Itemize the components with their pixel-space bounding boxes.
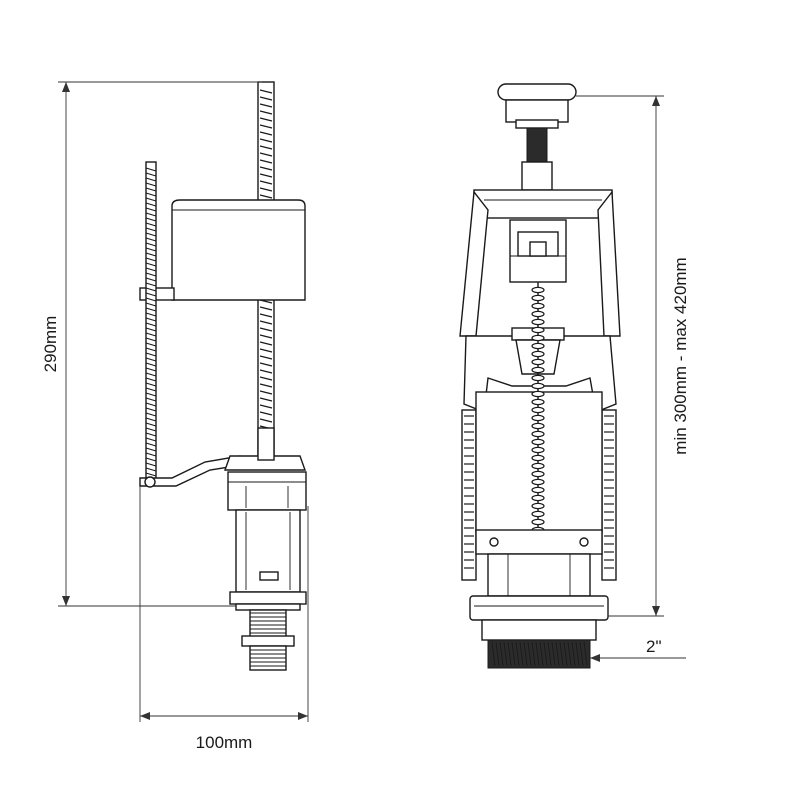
outlet-thread [487, 639, 591, 669]
valve-shank [249, 609, 287, 639]
dimension-100mm: 100mm [139, 486, 309, 752]
valve-head [224, 455, 306, 471]
thread-label-right: 2" [646, 637, 662, 656]
width-label-left: 100mm [196, 733, 253, 752]
right-guide [601, 409, 617, 581]
float-bracket [139, 287, 175, 301]
lower-body [487, 553, 591, 597]
dimension-290mm: 290mm [41, 81, 262, 607]
top-frame [473, 189, 613, 219]
valve-flange [229, 591, 307, 605]
dimension-thread: 2" [590, 637, 686, 662]
base-ring [481, 619, 597, 641]
flush-valve [459, 83, 621, 669]
float-cup [171, 199, 306, 301]
height-label-right: min 300mm - max 420mm [671, 257, 690, 454]
dimension-height-range: min 300mm - max 420mm [576, 95, 690, 617]
push-button [497, 83, 577, 101]
button-collar [505, 99, 569, 123]
right-arm [597, 190, 621, 337]
height-label-left: 290mm [41, 316, 60, 373]
left-guide [461, 409, 477, 581]
button-spring [526, 127, 548, 163]
fill-valve [139, 81, 307, 671]
valve-top-body [227, 471, 307, 511]
base-flange [469, 595, 609, 621]
left-arm [459, 190, 489, 337]
shank-nut [241, 635, 295, 647]
